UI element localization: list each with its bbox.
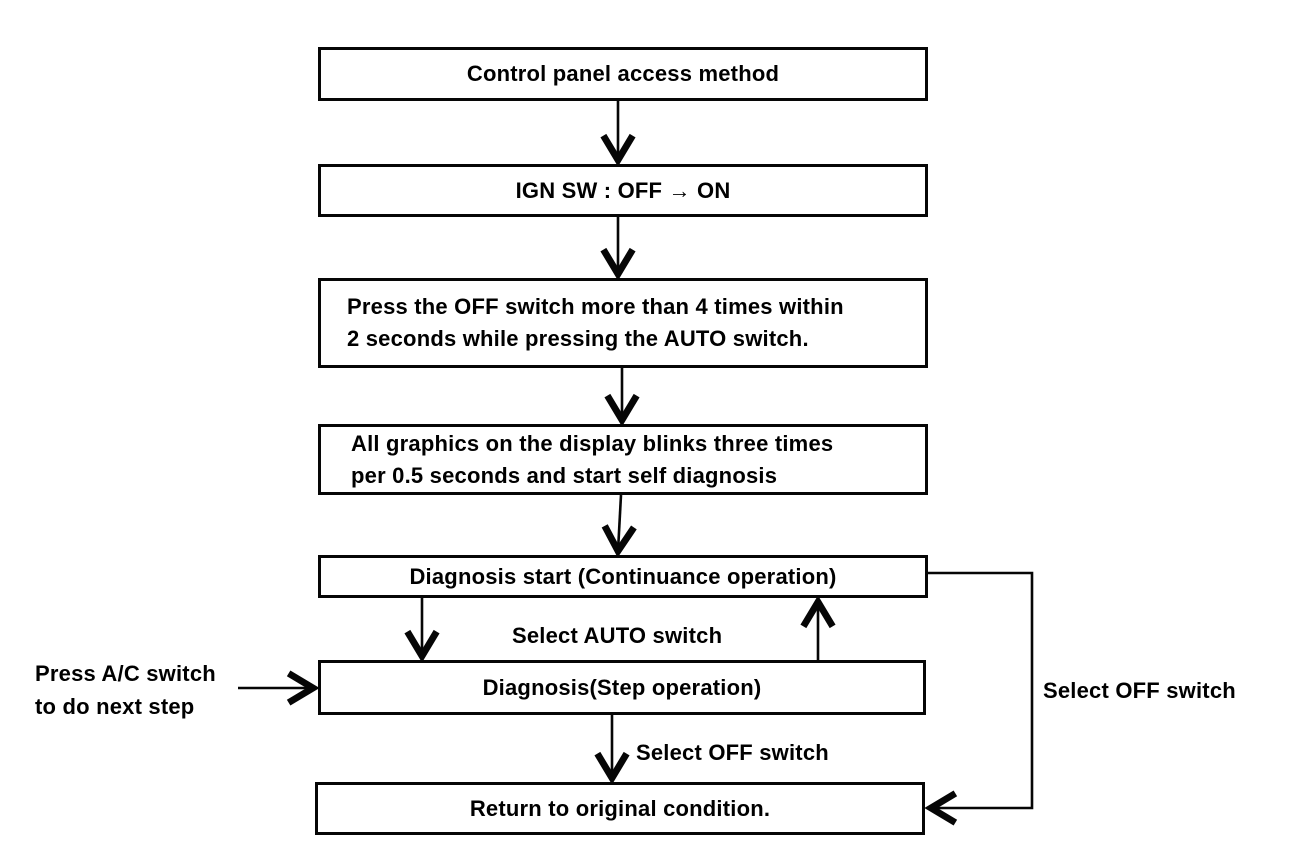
flow-box-text: IGN SW : OFF → ON [515, 177, 731, 203]
edge-label-press-ac-line1: Press A/C switch [35, 661, 216, 686]
flow-box-return-original-condition: Return to original condition. [315, 782, 925, 835]
edge-label-press-ac-switch: Press A/C switch to do next step [35, 657, 216, 723]
flow-box-text-line1: All graphics on the display blinks three… [351, 430, 834, 456]
flow-box-text-line2: 2 seconds while pressing the AUTO switch… [347, 326, 809, 351]
flow-box-text: Control panel access method [466, 61, 780, 86]
edge-label-select-off-switch-loop: Select OFF switch [1043, 678, 1236, 703]
flow-box-diagnosis-step-operation: Diagnosis(Step operation) [318, 660, 926, 715]
edge-label-select-auto-switch: Select AUTO switch [512, 623, 723, 648]
arrow-box4-to-box5 [601, 494, 637, 558]
flow-box-graphics-blink: All graphics on the display blinks three… [318, 424, 928, 495]
flow-box-press-off-switch: Press the OFF switch more than 4 times w… [318, 278, 928, 368]
flow-box-ign-sw-off-on: IGN SW : OFF → ON [318, 164, 928, 217]
flow-box-control-panel-access-method: Control panel access method [318, 47, 928, 101]
flow-box-text: Diagnosis(Step operation) [482, 674, 762, 700]
edge-label-select-off-switch-step: Select OFF switch [636, 740, 829, 765]
flow-box-text-line1: Press the OFF switch more than 4 times w… [347, 294, 844, 319]
flow-box-text: Diagnosis start (Continuance operation) [409, 563, 837, 589]
flow-box-text-line2: per 0.5 seconds and start self diagnosis [351, 462, 778, 488]
flow-box-diagnosis-start-continuance: Diagnosis start (Continuance operation) [318, 555, 928, 598]
flow-box-text: Return to original condition. [469, 795, 771, 821]
arrow-box5-loop-to-box7 [924, 571, 1034, 826]
edge-label-press-ac-line2: to do next step [35, 694, 195, 719]
